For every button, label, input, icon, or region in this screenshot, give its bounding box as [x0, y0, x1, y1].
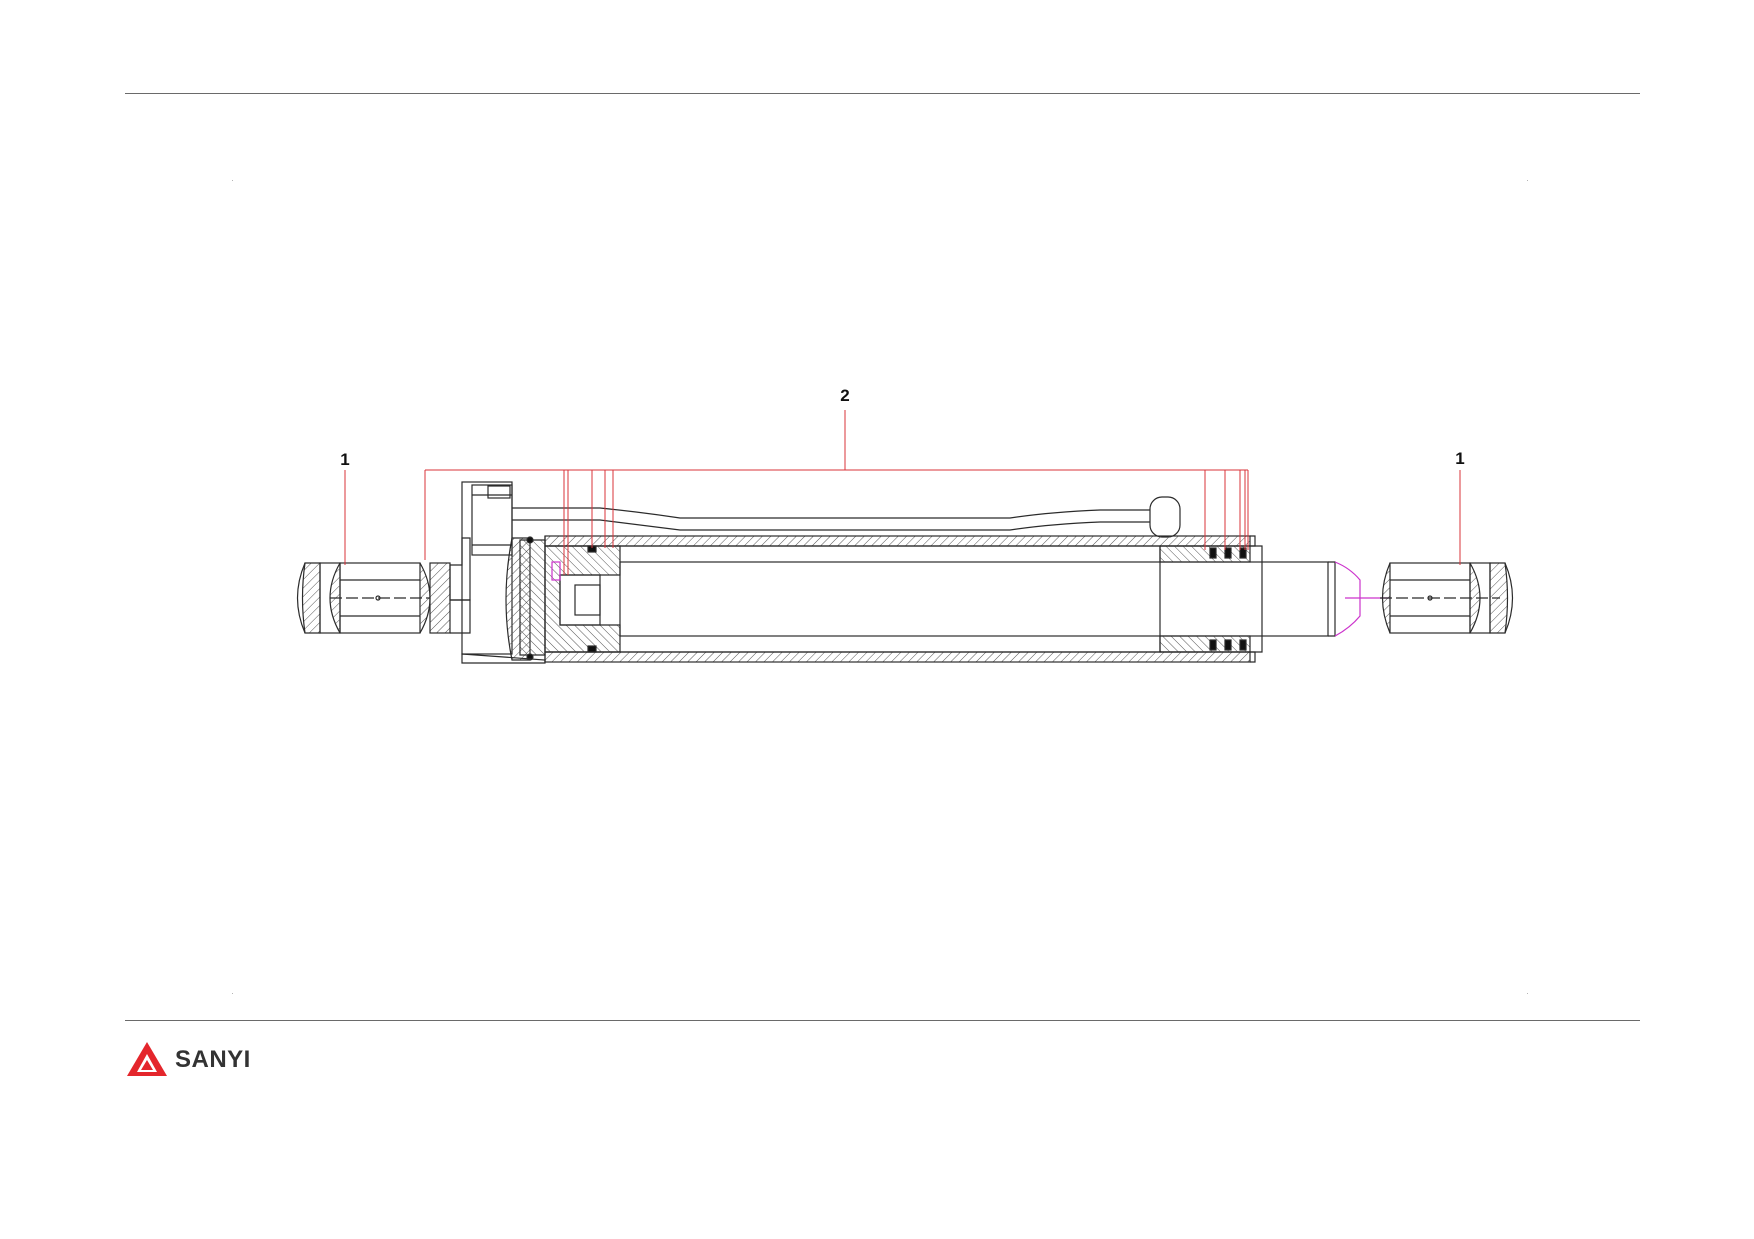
sanyi-logo-icon — [127, 1042, 167, 1076]
callout-leaders — [344, 410, 1461, 575]
top-frame-line — [125, 93, 1640, 94]
brand-logo: SANYI — [125, 1040, 251, 1080]
callout-label-left-eye: 1 — [340, 450, 350, 469]
bottom-frame-line — [125, 1020, 1640, 1021]
corner-tick — [232, 180, 233, 181]
cylinder-geometry — [296, 481, 1514, 664]
corner-tick — [232, 993, 233, 994]
cap-end — [449, 481, 546, 664]
right-eye-assembly — [1334, 561, 1514, 637]
callout-label-right-eye: 1 — [1455, 449, 1465, 468]
brand-name: SANYI — [175, 1046, 251, 1073]
piston — [544, 545, 621, 653]
corner-tick — [1527, 180, 1528, 181]
piston-rod — [619, 561, 1336, 637]
rod-gland — [1159, 535, 1263, 663]
left-eye-assembly — [296, 562, 451, 634]
barrel — [544, 535, 1251, 663]
callout-label-cylinder-body: 2 — [840, 386, 850, 405]
corner-tick — [1527, 993, 1528, 994]
transfer-tube — [487, 485, 1181, 538]
